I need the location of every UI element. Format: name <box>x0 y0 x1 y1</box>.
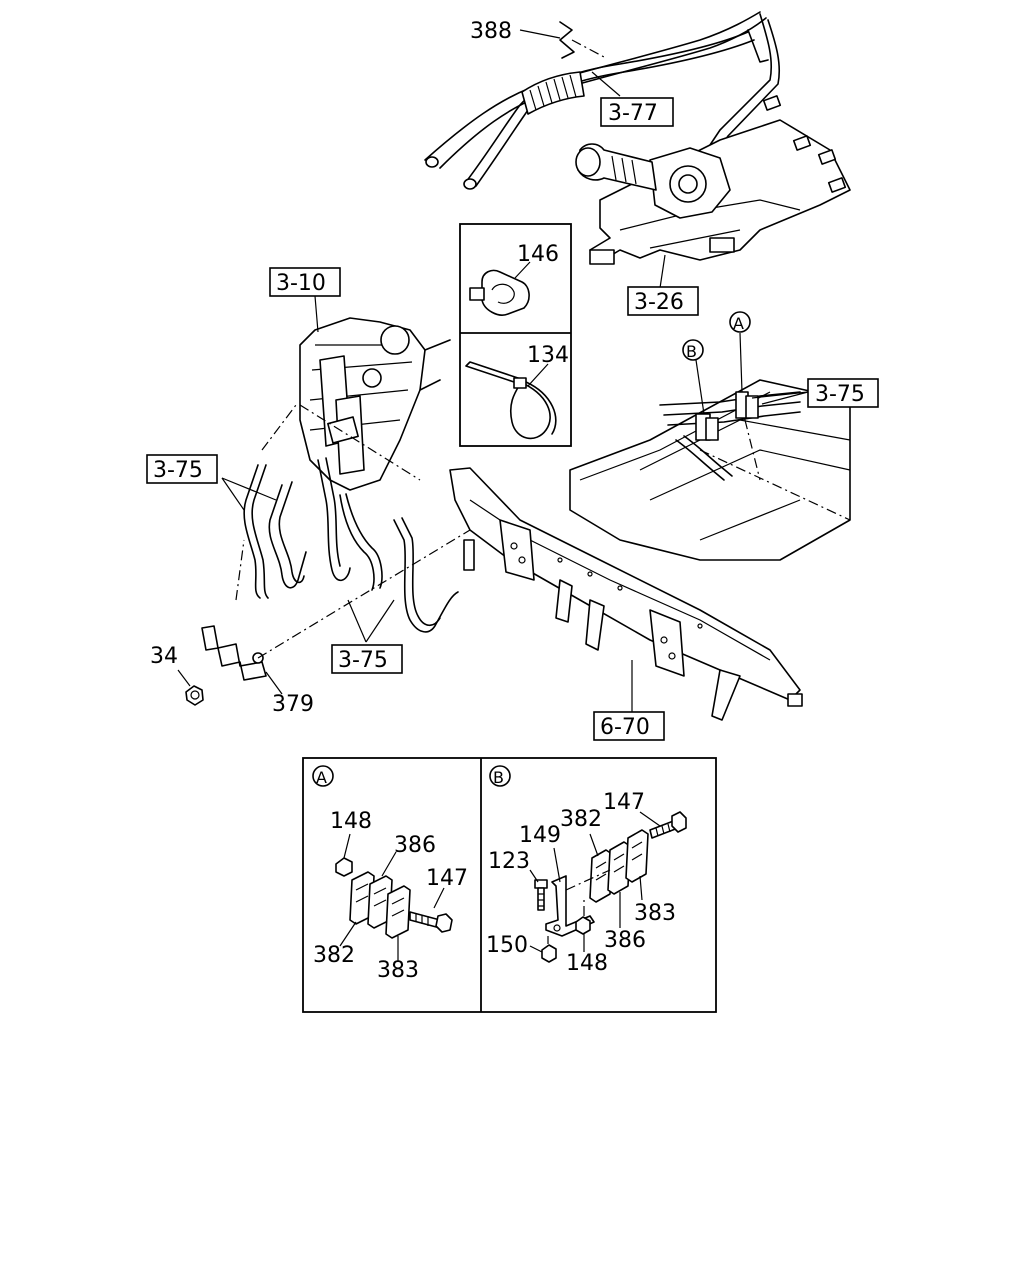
svg-text:B: B <box>493 768 504 787</box>
bracket-379 <box>201 529 471 695</box>
detail-b-clamp-386 <box>607 841 631 895</box>
detail-a-label-383: 383 <box>377 958 419 983</box>
frame-crossmember-6-70 <box>449 467 803 721</box>
harness-3-10 <box>299 295 451 491</box>
svg-text:A: A <box>733 314 744 333</box>
detail-b-nut-150 <box>541 944 557 963</box>
detail-a-nut-148 <box>335 857 353 877</box>
detail-b-bolt-147 <box>649 811 687 839</box>
detail-b-label-150: 150 <box>486 933 528 958</box>
wire-clips-a-b <box>659 332 809 481</box>
label-3-75-bottom: 3-75 <box>338 648 388 673</box>
label-388: 388 <box>470 19 512 44</box>
detail-a: A 148 386 147 382 383 <box>312 765 468 983</box>
hose-clip-388 <box>559 21 575 59</box>
detail-b-clamp-383 <box>625 829 649 883</box>
clip-tie-inset <box>459 223 572 447</box>
label-3-75-right: 3-75 <box>815 382 865 407</box>
detail-b-label-382: 382 <box>560 807 602 832</box>
hose-sleeve <box>521 71 585 115</box>
detail-a-label-148: 148 <box>330 809 372 834</box>
detail-a-badge: A <box>312 765 334 787</box>
hose-assembly <box>424 11 781 190</box>
detail-b-label-147: 147 <box>603 790 645 815</box>
label-3-26: 3-26 <box>634 290 684 315</box>
detail-b-label-386: 386 <box>604 928 646 953</box>
label-3-77: 3-77 <box>608 101 658 126</box>
detail-b-bolt-123 <box>534 879 548 911</box>
detail-a-label-386: 386 <box>394 833 436 858</box>
label-146: 146 <box>517 242 559 267</box>
cable-tie-134 <box>465 361 557 440</box>
label-3-10: 3-10 <box>276 271 326 296</box>
svg-text:B: B <box>686 342 697 361</box>
mounting-bracket-3-26 <box>575 95 851 289</box>
detail-b-label-148: 148 <box>566 951 608 976</box>
detail-b-nut-148 <box>575 916 591 935</box>
callout-a-main: A <box>729 311 751 333</box>
hose-clip-146 <box>469 261 531 316</box>
nut-34 <box>177 669 204 706</box>
detail-a-label-147: 147 <box>426 866 468 891</box>
detail-panels <box>302 757 717 1013</box>
detail-b-label-383: 383 <box>634 901 676 926</box>
detail-b-badge: B <box>489 765 511 787</box>
label-134: 134 <box>527 343 569 368</box>
harness-branches-3-75 <box>221 404 459 643</box>
label-379: 379 <box>272 692 314 717</box>
label-34: 34 <box>150 644 178 669</box>
detail-b-label-149: 149 <box>519 823 561 848</box>
detail-b-clamp-382 <box>589 849 613 903</box>
detail-a-label-382: 382 <box>313 943 355 968</box>
detail-a-bolt-147 <box>409 911 453 933</box>
detail-a-clamp-383 <box>385 885 411 939</box>
floor-panel <box>569 379 851 561</box>
label-6-70: 6-70 <box>600 715 650 740</box>
svg-text:A: A <box>316 768 327 787</box>
label-3-75-left: 3-75 <box>153 458 203 483</box>
callout-b-main: B <box>682 339 704 361</box>
detail-b-label-123: 123 <box>488 849 530 874</box>
detail-b: B <box>486 765 687 976</box>
